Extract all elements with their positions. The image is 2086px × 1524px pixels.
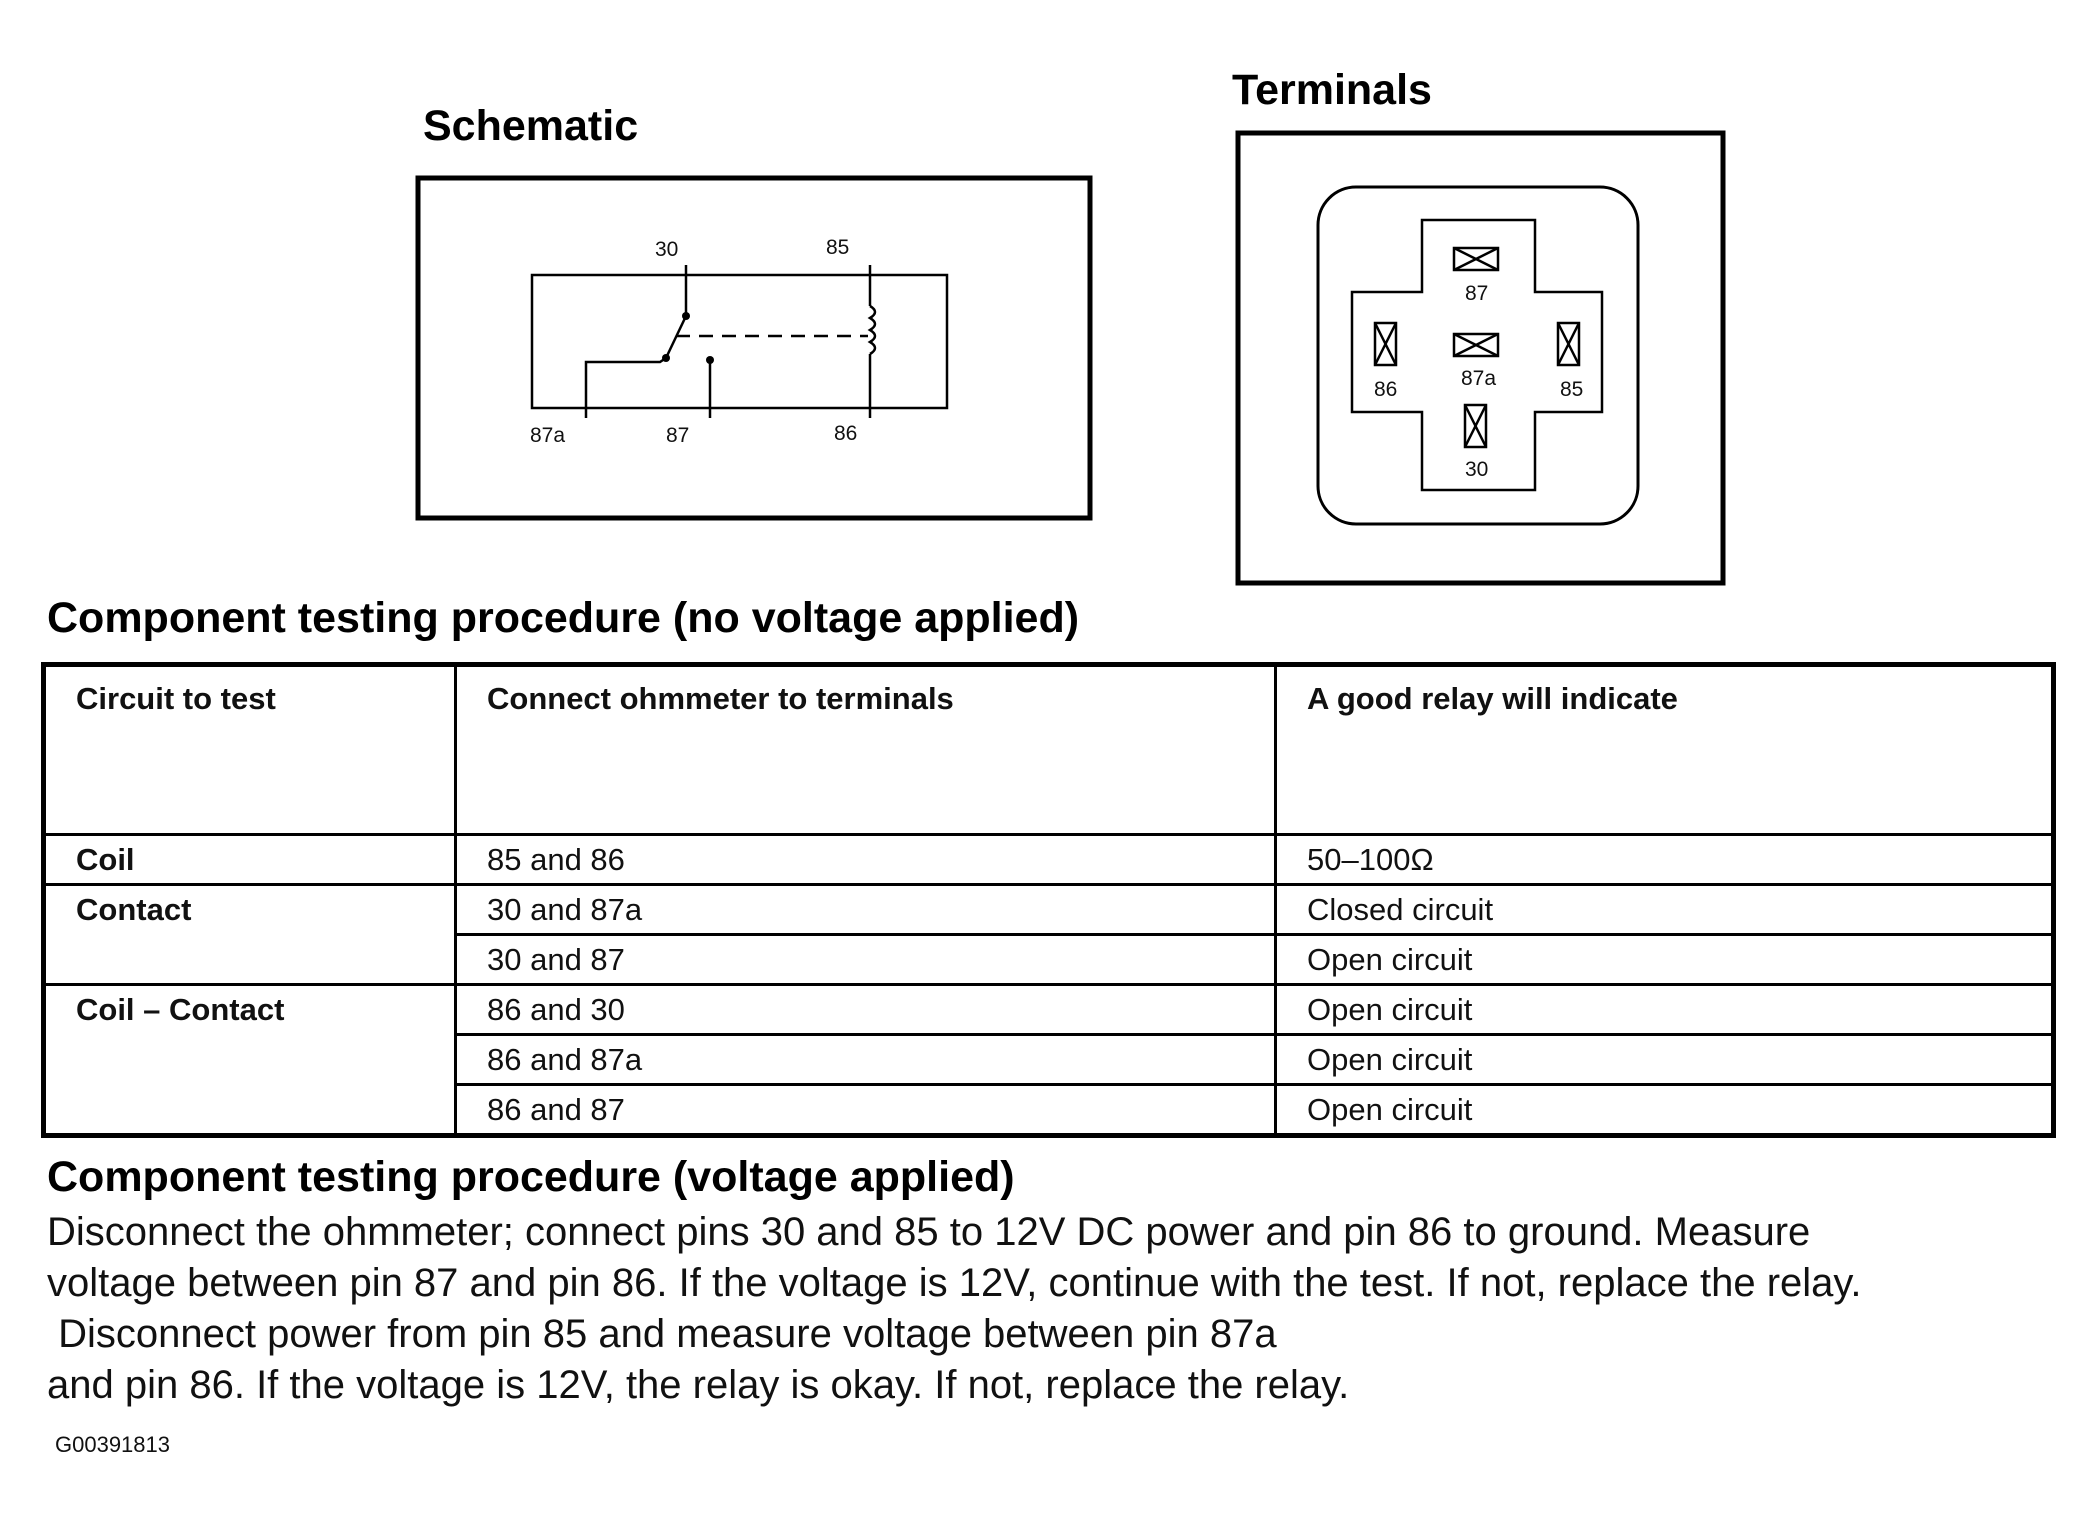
procedure-line: Disconnect the ohmmeter; connect pins 30… bbox=[47, 1210, 1811, 1254]
schematic-title: Schematic bbox=[423, 102, 639, 150]
table-header-row: Circuit to test Connect ohmmeter to term… bbox=[42, 663, 2055, 836]
relay-diagrams: 30 85 87a 87 86 87 86 87a 85 30 bbox=[415, 130, 1726, 586]
procedure-line: Disconnect power from pin 85 and measure… bbox=[47, 1312, 1277, 1356]
terminals-frame bbox=[1235, 130, 1726, 586]
voltage-procedure-title: Component testing procedure (voltage app… bbox=[47, 1153, 1015, 1201]
schematic-label-86: 86 bbox=[834, 422, 857, 445]
terminal-label-85: 85 bbox=[1560, 378, 1583, 401]
relay-base-outline bbox=[1316, 185, 1640, 526]
terminal-30-slot bbox=[1463, 403, 1488, 449]
pin-87a-lead bbox=[584, 356, 667, 418]
circuit-cell: Coil – Contact bbox=[42, 983, 457, 1137]
terminals-cell: 86 and 87a bbox=[454, 1033, 1277, 1086]
coil-winding bbox=[867, 304, 877, 356]
schematic-label-85: 85 bbox=[826, 236, 849, 259]
no-voltage-procedure-title: Component testing procedure (no voltage … bbox=[47, 594, 1080, 642]
terminals-cell: 85 and 86 bbox=[454, 833, 1277, 886]
terminal-label-87a: 87a bbox=[1461, 367, 1496, 390]
circuit-cell: Coil bbox=[42, 833, 457, 886]
terminal-87a-slot bbox=[1452, 332, 1500, 358]
terminal-cross-outline bbox=[1350, 218, 1604, 492]
schematic-frame bbox=[415, 175, 1093, 521]
procedure-line: voltage between pin 87 and pin 86. If th… bbox=[47, 1261, 1862, 1305]
table-row: Contact 30 and 87a Closed circuit bbox=[42, 883, 2055, 986]
table-row: 86 and 87 Open circuit bbox=[44, 1083, 2055, 1137]
terminal-label-86: 86 bbox=[1374, 378, 1397, 401]
terminal-87-slot bbox=[1452, 246, 1500, 272]
schematic-label-30: 30 bbox=[655, 238, 678, 261]
result-cell: Open circuit bbox=[1274, 983, 2055, 1036]
procedure-line: and pin 86. If the voltage is 12V, the r… bbox=[47, 1363, 1350, 1407]
table-row: Coil 85 and 86 50–100Ω bbox=[42, 833, 2055, 886]
terminals-diagram bbox=[1235, 130, 1726, 586]
relay-body-outline bbox=[530, 273, 949, 410]
table-row: 86 and 87a Open circuit bbox=[44, 1033, 2055, 1086]
result-cell: Open circuit bbox=[1274, 1033, 2055, 1086]
column-header-circuit: Circuit to test bbox=[42, 663, 457, 836]
terminals-cell: 86 and 87 bbox=[454, 1083, 1277, 1137]
result-cell: 50–100Ω bbox=[1274, 833, 2055, 886]
schematic-label-87a: 87a bbox=[530, 424, 565, 447]
terminals-cell: 86 and 30 bbox=[454, 983, 1277, 1036]
result-cell: Open circuit bbox=[1274, 1083, 2055, 1137]
terminal-label-30: 30 bbox=[1465, 458, 1488, 481]
schematic-label-87: 87 bbox=[666, 424, 689, 447]
terminals-cell: 30 and 87a bbox=[454, 883, 1277, 936]
terminals-cell: 30 and 87 bbox=[454, 933, 1277, 986]
column-header-terminals: Connect ohmmeter to terminals bbox=[454, 663, 1277, 836]
table-row: 30 and 87 Open circuit bbox=[44, 933, 2055, 986]
figure-id: G00391813 bbox=[55, 1432, 170, 1457]
schematic-diagram bbox=[415, 175, 1093, 521]
result-cell: Open circuit bbox=[1274, 933, 2055, 986]
table-row: Coil – Contact 86 and 30 Open circuit bbox=[42, 983, 2055, 1137]
result-cell: Closed circuit bbox=[1274, 883, 2055, 936]
circuit-cell: Contact bbox=[42, 883, 457, 986]
voltage-procedure-text: Disconnect the ohmmeter; connect pins 30… bbox=[47, 1207, 2047, 1411]
ohmmeter-test-table: Circuit to test Connect ohmmeter to term… bbox=[41, 662, 2056, 1138]
column-header-result: A good relay will indicate bbox=[1274, 663, 2055, 836]
terminals-title: Terminals bbox=[1232, 66, 1432, 114]
terminal-85-slot bbox=[1556, 321, 1581, 367]
terminal-label-87: 87 bbox=[1465, 282, 1488, 305]
terminal-86-slot bbox=[1373, 321, 1398, 367]
